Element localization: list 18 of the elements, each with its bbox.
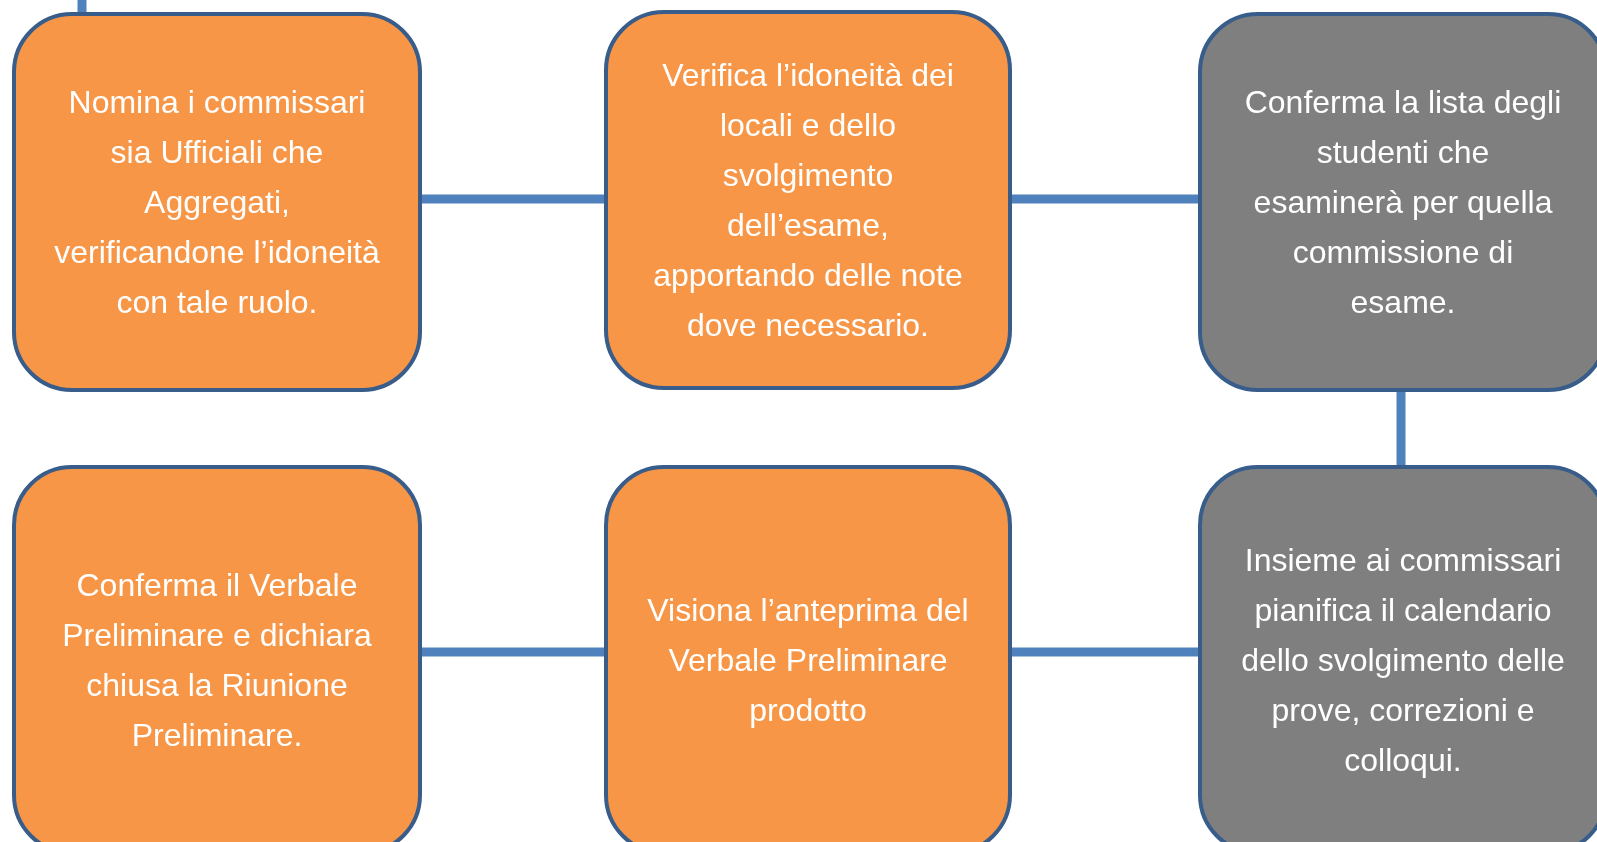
step-text: Verifica l’idoneità dei locali e dello svolgimento dell’esame, apportando delle note dove necessario. (652, 56, 964, 345)
step-text: Conferma la lista degli studenti che esaminerà per quella commissione di esame. (1243, 83, 1563, 322)
process-box (1198, 465, 1597, 842)
connector-line (77, 0, 87, 12)
step-text: Nomina i commissari sia Ufficiali che Aggregati, verificandone l’idoneità con tale ruolo. (53, 83, 381, 322)
process-box (12, 465, 422, 842)
connector-line (1396, 392, 1406, 465)
process-box (604, 10, 1012, 390)
process-box (12, 12, 422, 392)
step-text: Insieme ai commissari pianifica il calendario dello svolgimento delle prove, correzioni e colloqui. (1240, 541, 1566, 780)
step-text: Conferma il Verbale Preliminare e dichiara chiusa la Riunione Preliminare. (61, 566, 373, 755)
step-text: Visiona l’anteprima del Verbale Preliminare prodotto (646, 591, 970, 730)
process-box (1198, 12, 1597, 392)
connector-line (1012, 647, 1198, 657)
connector-line (422, 194, 604, 204)
connector-line (1012, 194, 1198, 204)
process-box (604, 465, 1012, 842)
connector-line (422, 647, 604, 657)
